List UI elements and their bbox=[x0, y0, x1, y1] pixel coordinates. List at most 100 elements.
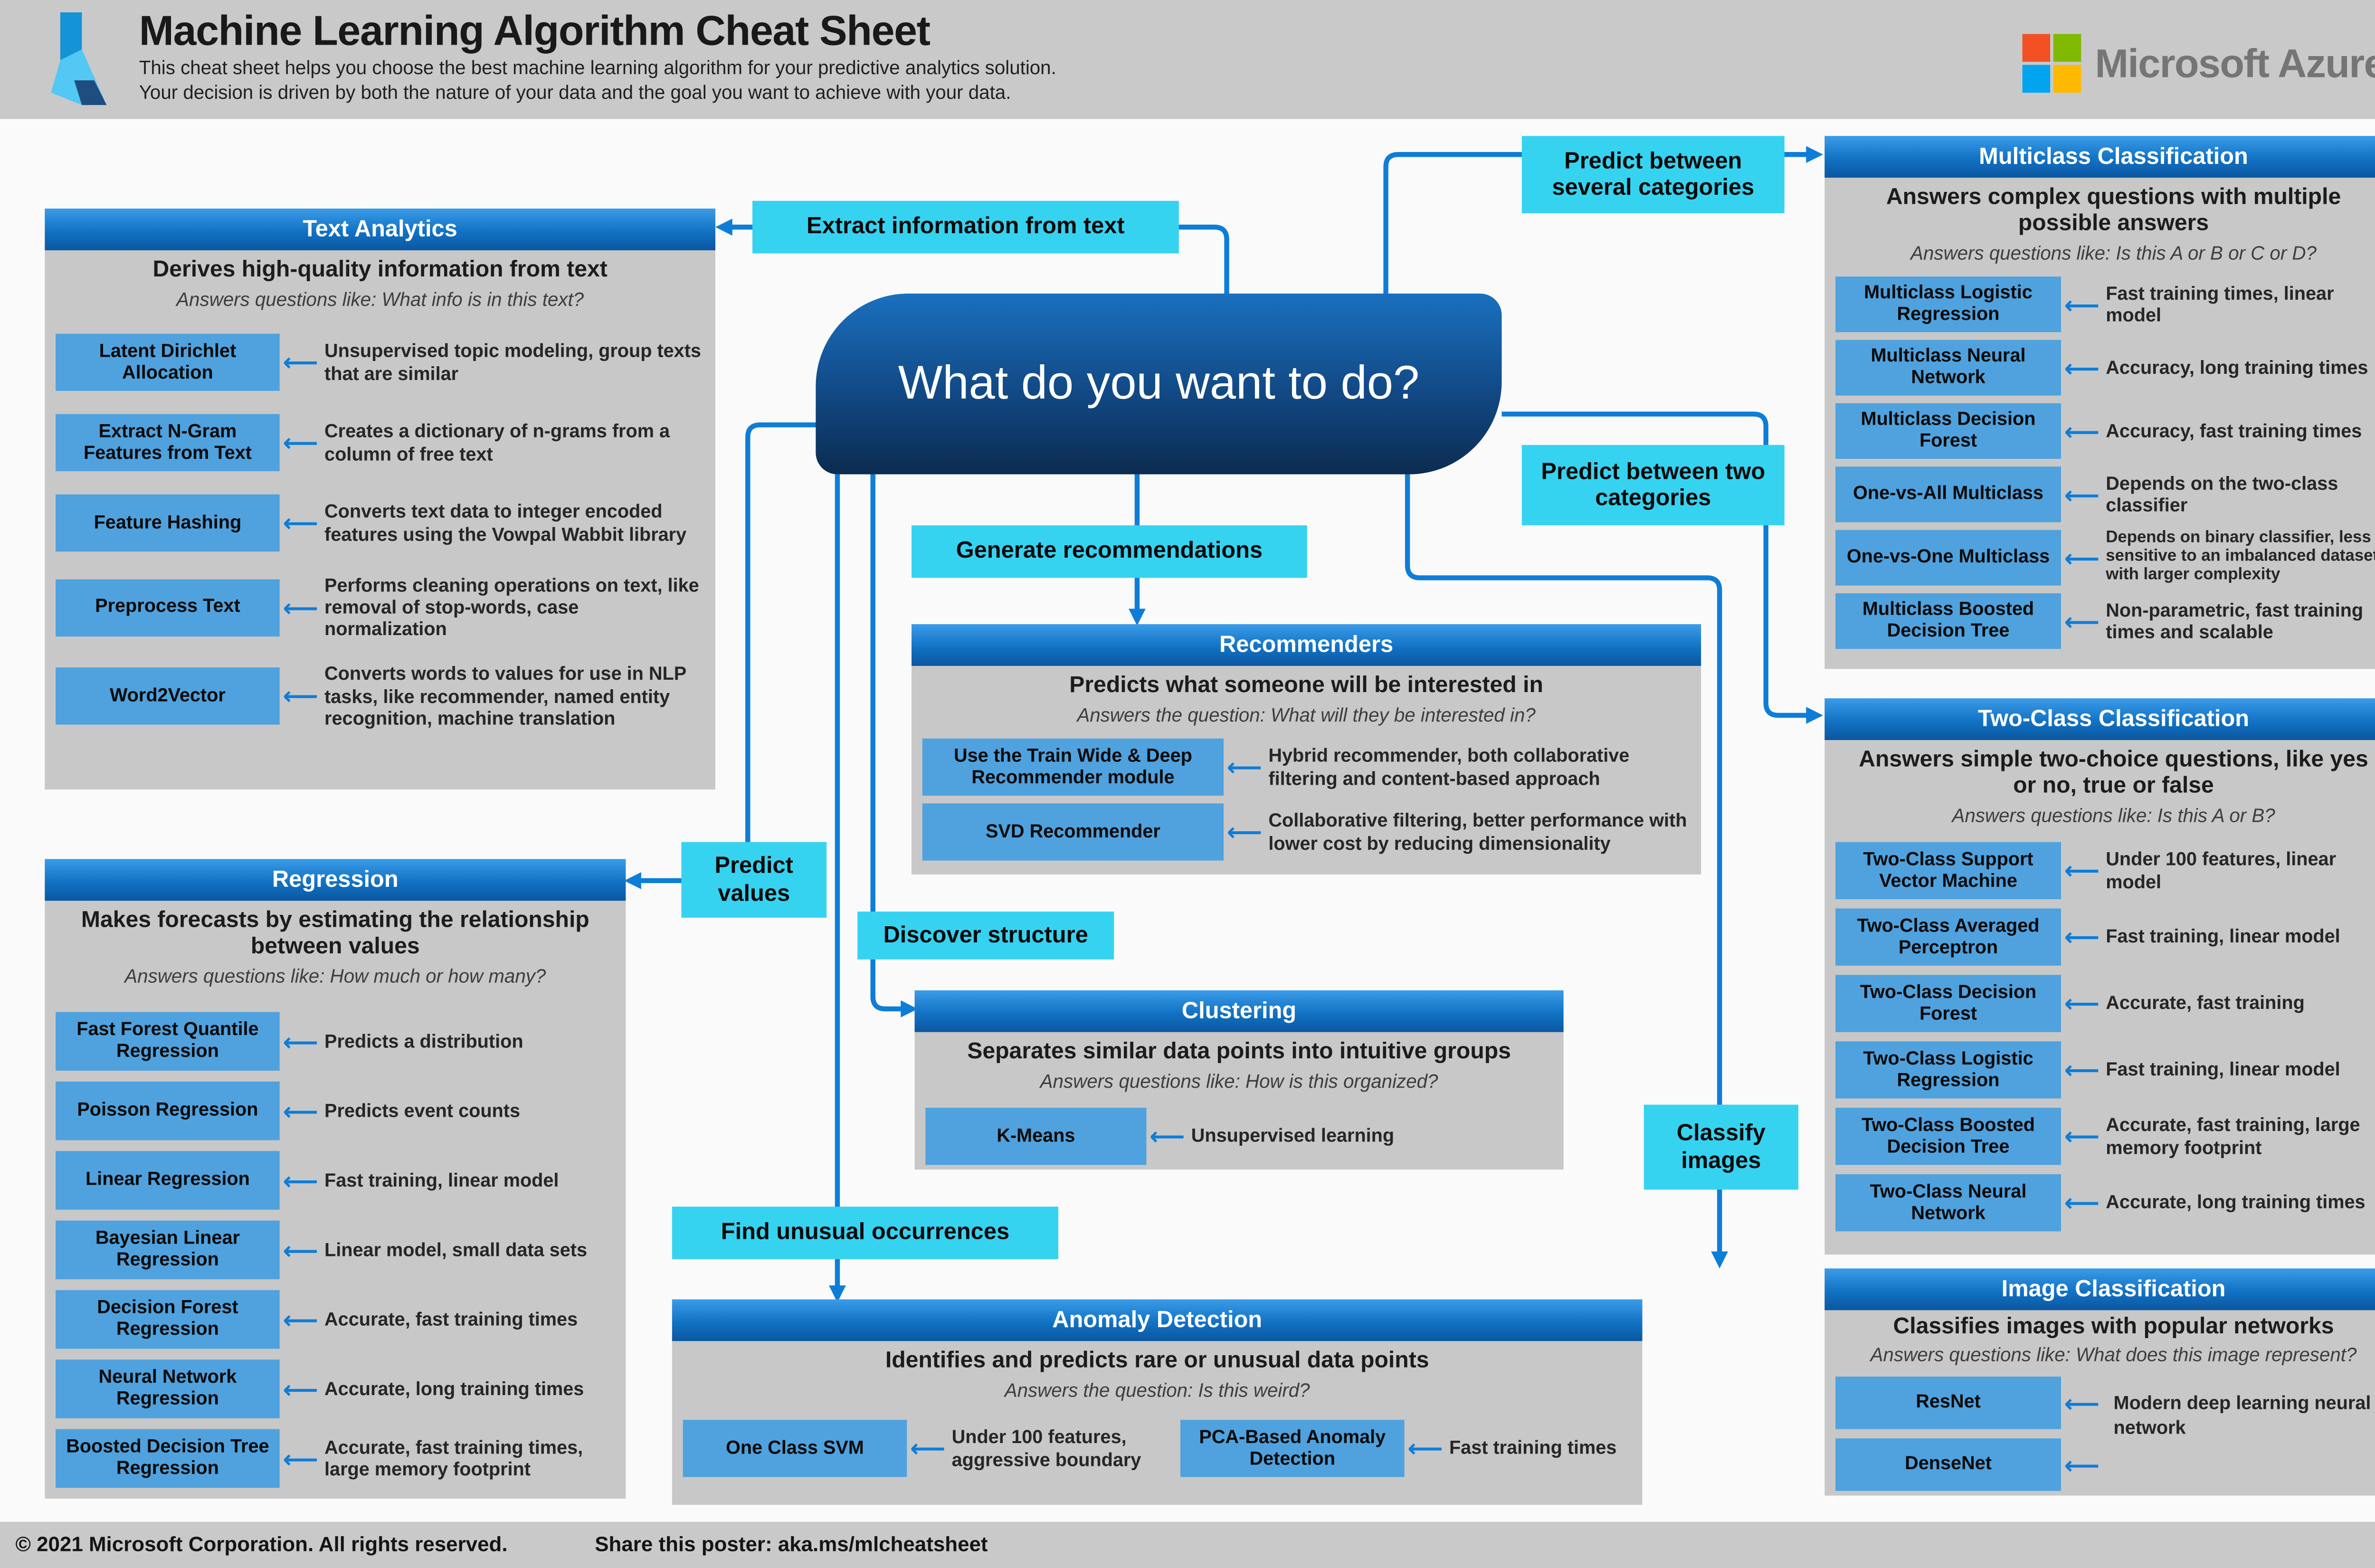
left-arrow-icon: ⟵ bbox=[283, 428, 318, 457]
connector-classify-images bbox=[1405, 474, 1722, 1255]
section-anomaly-detection: Anomaly Detection Identifies and predict… bbox=[672, 1299, 1643, 1505]
algorithm-description: Accuracy, long training times bbox=[2106, 357, 2368, 379]
algorithm-bayesian-linear-regression: Bayesian Linear Regression bbox=[56, 1220, 280, 1280]
section-question: Answers questions like: Is this A or B? bbox=[1952, 805, 2275, 827]
algorithm-row: Two-Class Decision Forest ⟵ Accurate, fa… bbox=[1835, 975, 2375, 1032]
algorithm-row: Poisson Regression ⟵ Predicts event coun… bbox=[56, 1081, 613, 1140]
algorithm-two-class-logistic-regression: Two-Class Logistic Regression bbox=[1835, 1041, 2061, 1099]
left-arrow-icon: ⟵ bbox=[283, 508, 318, 538]
algorithm-description: Accuracy, fast training times bbox=[2106, 420, 2362, 442]
section-heading: Answers complex questions with multiple … bbox=[1886, 185, 2341, 237]
algorithm-description: Depends on the two-class classifier bbox=[2106, 472, 2338, 516]
algorithm-description: Unsupervised topic modeling, group texts… bbox=[324, 340, 701, 384]
microsoft-logo-icon bbox=[2022, 34, 2081, 93]
left-arrow-icon: ⟵ bbox=[283, 1166, 318, 1195]
section-clustering: Clustering Separates similar data points… bbox=[914, 990, 1564, 1170]
left-arrow-icon: ⟵ bbox=[910, 1434, 946, 1463]
algorithm-row: Multiclass Neural Network ⟵ Accuracy, lo… bbox=[1835, 340, 2375, 396]
algorithm-one-vs-one-multiclass: One-vs-One Multiclass bbox=[1835, 530, 2061, 586]
share-link-text: Share this poster: aka.ms/mlcheatsheet bbox=[595, 1532, 988, 1556]
algorithm-multiclass-neural-network: Multiclass Neural Network bbox=[1835, 340, 2061, 396]
page-subtitle-line1: This cheat sheet helps you choose the be… bbox=[139, 57, 1056, 79]
algorithm-row: SVD Recommender ⟵ Collaborative filterin… bbox=[922, 803, 1689, 861]
arrowhead-to-regression bbox=[624, 872, 641, 889]
decision-label-predict-between-two-categories: Predict between two categories bbox=[1521, 445, 1785, 525]
footer: © 2021 Microsoft Corporation. All rights… bbox=[0, 1521, 2375, 1568]
algorithm-two-class-decision-forest: Two-Class Decision Forest bbox=[1835, 975, 2061, 1032]
algorithm-densenet: DenseNet bbox=[1835, 1438, 2061, 1491]
algorithm-resnet: ResNet bbox=[1835, 1377, 2061, 1429]
decision-label-generate-recommendations: Generate recommendations bbox=[912, 525, 1307, 578]
section-heading: Derives high-quality information from te… bbox=[152, 258, 608, 283]
algorithm-description: Modern deep learning neural network bbox=[2113, 1392, 2371, 1438]
arrowhead-to-text-analytics bbox=[715, 219, 732, 236]
algorithm-description: Accurate, long training times bbox=[2106, 1192, 2366, 1214]
left-arrow-icon: ⟵ bbox=[283, 1096, 318, 1126]
algorithm-two-class-boosted-decision-tree: Two-Class Boosted Decision Tree bbox=[1835, 1108, 2061, 1165]
algorithm-train-wide-deep-recommender: Use the Train Wide & Deep Recommender mo… bbox=[922, 738, 1224, 796]
algorithm-row: Two-Class Averaged Perceptron ⟵ Fast tra… bbox=[1835, 908, 2375, 966]
section-heading: Classifies images with popular networks bbox=[1893, 1314, 2334, 1340]
algorithm-two-class-support-vector-machine: Two-Class Support Vector Machine bbox=[1835, 842, 2061, 900]
connector-extract-text bbox=[731, 224, 1229, 295]
left-arrow-icon: ⟵ bbox=[2064, 606, 2100, 636]
algorithm-boosted-decision-tree-regression: Boosted Decision Tree Regression bbox=[56, 1429, 280, 1488]
section-heading: Predicts what someone will be interested… bbox=[1069, 674, 1543, 699]
algorithm-extract-ngram-features: Extract N-Gram Features from Text bbox=[56, 414, 280, 472]
algorithm-row: Linear Regression ⟵ Fast training, linea… bbox=[56, 1151, 613, 1210]
page-subtitle-line2: Your decision is driven by both the natu… bbox=[139, 82, 1011, 104]
algorithm-preprocess-text: Preprocess Text bbox=[56, 579, 280, 637]
algorithm-poisson-regression: Poisson Regression bbox=[56, 1081, 280, 1140]
left-arrow-icon: ⟵ bbox=[2064, 289, 2100, 319]
algorithm-description: Accurate, fast training times bbox=[324, 1308, 578, 1330]
algorithm-two-class-averaged-perceptron: Two-Class Averaged Perceptron bbox=[1835, 908, 2061, 966]
section-title: Image Classification bbox=[1824, 1268, 2375, 1311]
algorithm-multiclass-boosted-decision-tree: Multiclass Boosted Decision Tree bbox=[1835, 593, 2061, 649]
algorithm-neural-network-regression: Neural Network Regression bbox=[56, 1359, 280, 1418]
left-arrow-icon: ⟵ bbox=[283, 1374, 318, 1404]
algorithm-description: Converts text data to integer encoded fe… bbox=[324, 501, 687, 545]
connector-predict-several bbox=[1383, 152, 1808, 295]
algorithm-decision-forest-regression: Decision Forest Regression bbox=[56, 1290, 280, 1349]
algorithm-row: ResNet ⟵ bbox=[1835, 1377, 2375, 1429]
algorithm-description: Fast training times, linear model bbox=[2106, 282, 2334, 326]
arrowhead-to-recommenders bbox=[1129, 608, 1146, 626]
section-title: Multiclass Classification bbox=[1824, 136, 2375, 178]
section-text-analytics: Text Analytics Derives high-quality info… bbox=[45, 209, 715, 790]
algorithm-multiclass-logistic-regression: Multiclass Logistic Regression bbox=[1835, 276, 2061, 333]
algorithm-row: Preprocess Text ⟵ Performs cleaning oper… bbox=[56, 575, 703, 640]
algorithm-description: Fast training, linear model bbox=[2106, 926, 2340, 948]
algorithm-row: Decision Forest Regression ⟵ Accurate, f… bbox=[56, 1290, 613, 1349]
algorithm-row: Boosted Decision Tree Regression ⟵ Accur… bbox=[56, 1429, 613, 1488]
section-question: Answers questions like: How is this orga… bbox=[1040, 1071, 1438, 1093]
algorithm-row: Fast Forest Quantile Regression ⟵ Predic… bbox=[56, 1012, 613, 1071]
azure-ml-logo-icon bbox=[51, 12, 107, 105]
left-arrow-icon: ⟵ bbox=[283, 1026, 318, 1056]
left-arrow-icon: ⟵ bbox=[1150, 1121, 1185, 1151]
decision-label-extract-information-from-text: Extract information from text bbox=[752, 200, 1179, 254]
algorithm-description: Accurate, long training times bbox=[324, 1378, 584, 1400]
left-arrow-icon: ⟵ bbox=[283, 681, 318, 711]
algorithm-description: Accurate, fast training, large memory fo… bbox=[2106, 1114, 2360, 1158]
algorithm-row: One-vs-All Multiclass ⟵ Depends on the t… bbox=[1835, 466, 2375, 523]
algorithm-row: Two-Class Neural Network ⟵ Accurate, lon… bbox=[1835, 1174, 2375, 1232]
section-question: Answers the question: What will they be … bbox=[1077, 704, 1536, 726]
arrowhead-to-clustering bbox=[901, 1000, 918, 1017]
algorithm-description: Collaborative filtering, better performa… bbox=[1268, 810, 1687, 854]
algorithm-one-vs-all-multiclass: One-vs-All Multiclass bbox=[1835, 466, 2061, 523]
algorithm-row: Use the Train Wide & Deep Recommender mo… bbox=[922, 738, 1689, 796]
left-arrow-icon: ⟵ bbox=[2064, 543, 2100, 573]
algorithm-description: Accurate, fast training bbox=[2106, 992, 2305, 1015]
arrowhead-to-anomaly bbox=[829, 1285, 846, 1302]
left-arrow-icon: ⟵ bbox=[283, 593, 318, 622]
left-arrow-icon: ⟵ bbox=[2064, 1188, 2100, 1218]
left-arrow-icon: ⟵ bbox=[2064, 353, 2100, 383]
left-arrow-icon: ⟵ bbox=[2064, 1055, 2100, 1085]
algorithm-description: Under 100 features, linear model bbox=[2106, 848, 2337, 893]
arrowhead-to-multiclass bbox=[1806, 146, 1824, 163]
section-title: Text Analytics bbox=[45, 209, 715, 250]
algorithm-row: Neural Network Regression ⟵ Accurate, lo… bbox=[56, 1359, 613, 1418]
algorithm-description: Hybrid recommender, both collaborative f… bbox=[1268, 745, 1630, 789]
left-arrow-icon: ⟵ bbox=[2064, 922, 2100, 952]
algorithm-row: Word2Vector ⟵ Converts words to values f… bbox=[56, 664, 703, 729]
